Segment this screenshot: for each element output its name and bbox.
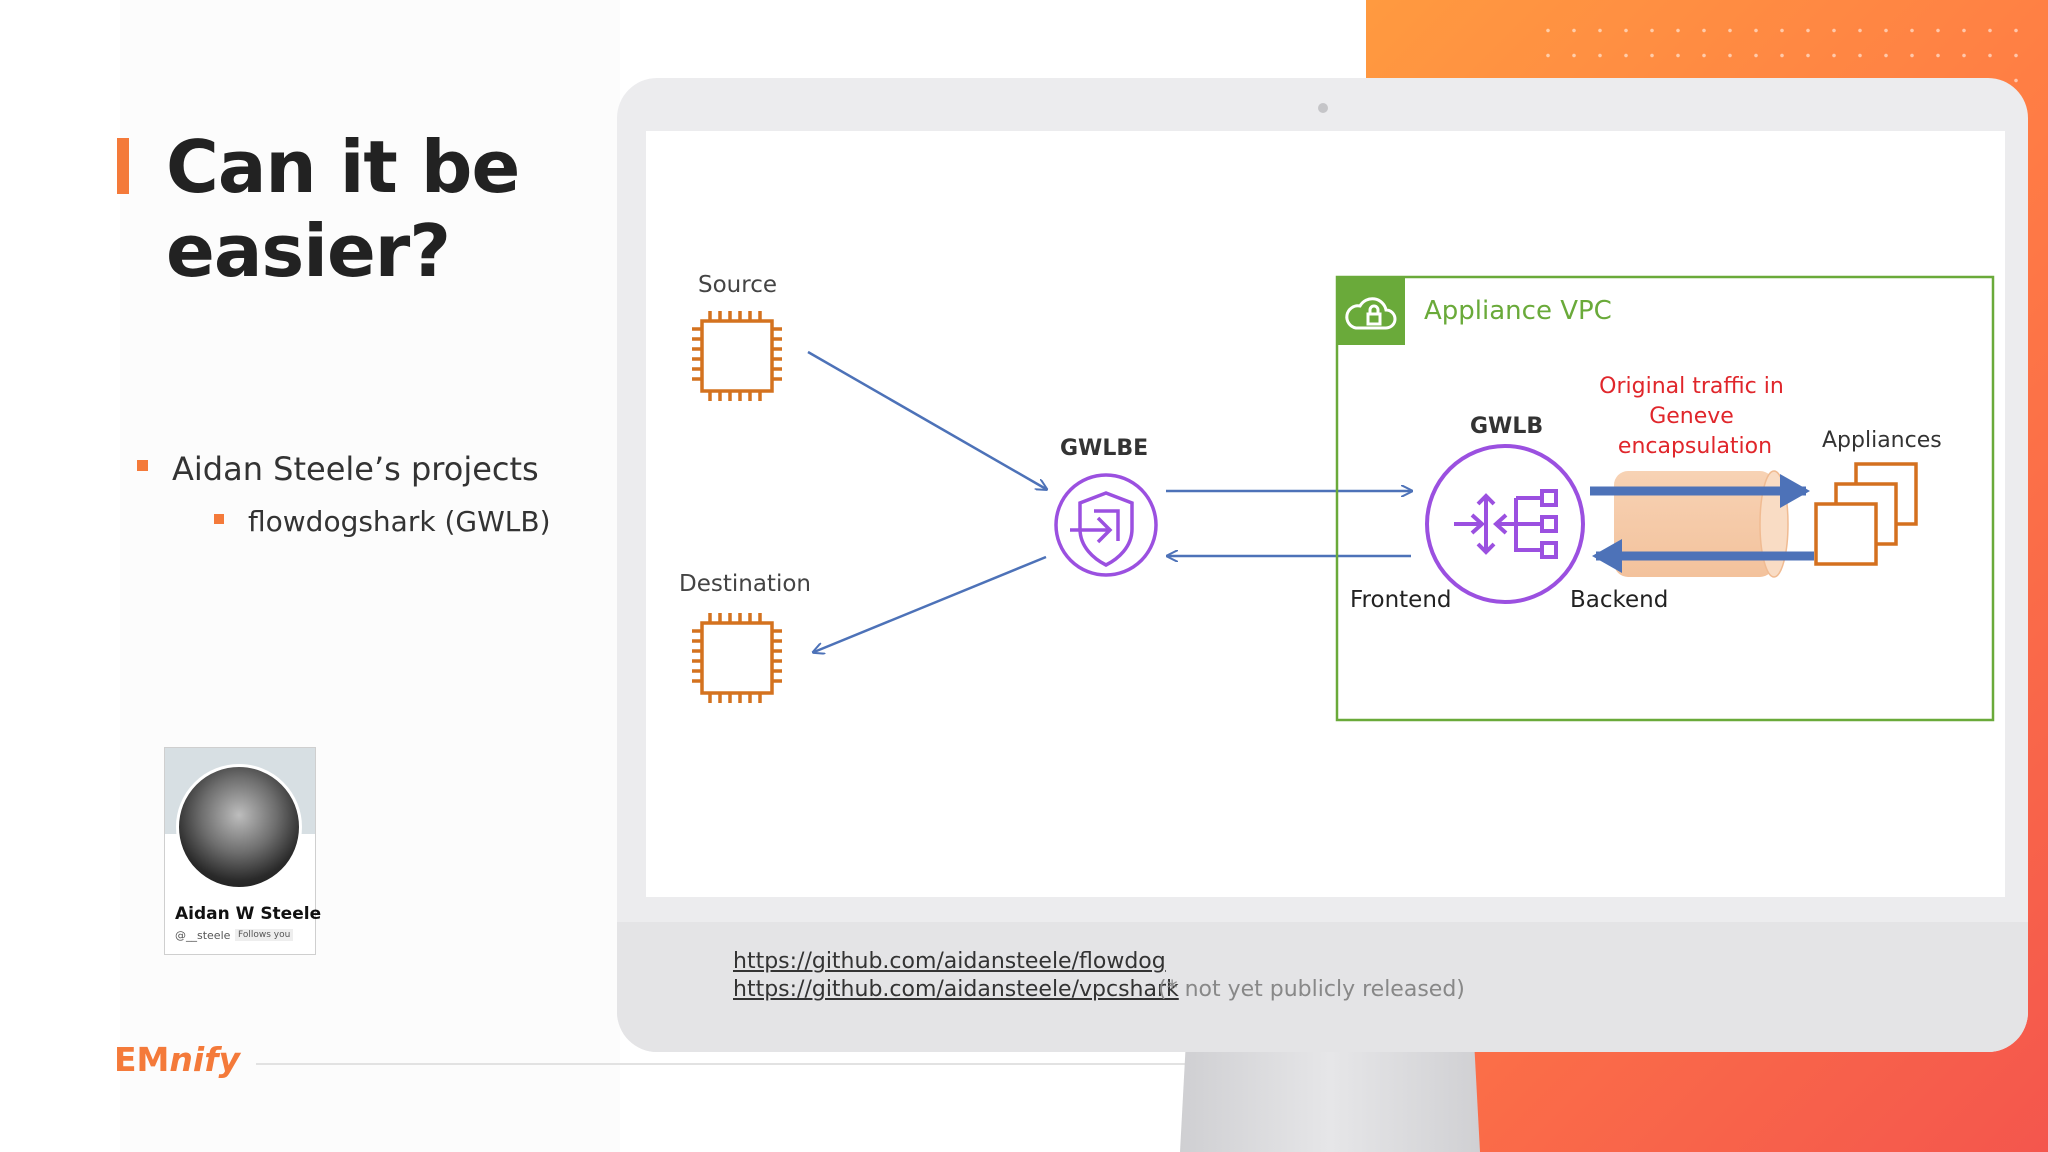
source-label: Source (698, 272, 777, 298)
destination-label: Destination (679, 571, 811, 597)
architecture-diagram: Source Destination GWLBE (679, 272, 1995, 722)
bullet-text: Aidan Steele’s projects (172, 450, 539, 488)
appliances-label: Appliances (1822, 428, 1942, 453)
logo-suffix: nify (169, 1040, 241, 1079)
source-to-gwlbe-arrow (807, 350, 1046, 489)
vpc-cloud-lock-icon (1345, 297, 1397, 330)
logo-prefix: EM (114, 1040, 170, 1079)
bullet-square-icon (214, 514, 224, 524)
left-panel (120, 0, 620, 1152)
traffic-note: Original traffic in Geneve encapsulation (1599, 374, 1791, 459)
gwlb-load-balancer-icon (1425, 444, 1585, 604)
gwlbe-endpoint-icon (1054, 473, 1158, 577)
gwlbe-to-destination-arrow (814, 555, 1047, 652)
source-chip-icon (692, 311, 782, 401)
release-note: (* not yet publicly released) (1158, 977, 1465, 1002)
appliance-vpc-box (1335, 275, 1995, 722)
profile-card: Aidan W Steele @__steele Follows you (164, 747, 321, 955)
backend-label: Backend (1570, 587, 1668, 613)
flowdog-link[interactable]: https://github.com/aidansteele/flowdog (733, 949, 1166, 974)
monitor-screen: Source Destination GWLBE (646, 131, 2005, 897)
frontend-label: Frontend (1350, 587, 1452, 613)
monitor-chin (617, 922, 2028, 1052)
avatar (176, 764, 302, 890)
traffic-note-line: Geneve (1649, 404, 1734, 429)
camera-icon (1318, 103, 1328, 113)
vpc-label: Appliance VPC (1424, 296, 1612, 326)
follows-badge: Follows you (235, 929, 294, 941)
traffic-note-line: Original traffic in (1599, 374, 1784, 399)
profile-handle: @__steele (175, 929, 231, 942)
vpcshark-link[interactable]: https://github.com/aidansteele/vpcshark (733, 977, 1179, 1002)
bullet-square-icon (137, 460, 148, 471)
gwlbe-label: GWLBE (1060, 436, 1148, 461)
monitor-stand (1180, 1040, 1480, 1152)
appliances-icon (1814, 462, 1918, 566)
title-accent-bar (117, 138, 129, 194)
gwlb-label: GWLB (1470, 414, 1543, 439)
profile-name: Aidan W Steele (175, 904, 322, 924)
decorative-dots (1535, 18, 2035, 88)
emnify-logo: EMnify (114, 1040, 240, 1079)
destination-chip-icon (692, 613, 782, 703)
traffic-note-line: encapsulation (1618, 434, 1772, 459)
footer-divider (256, 1063, 1256, 1065)
slide-title: Can it be easier? (166, 125, 520, 293)
bullet-text: flowdogshark (GWLB) (248, 505, 551, 538)
